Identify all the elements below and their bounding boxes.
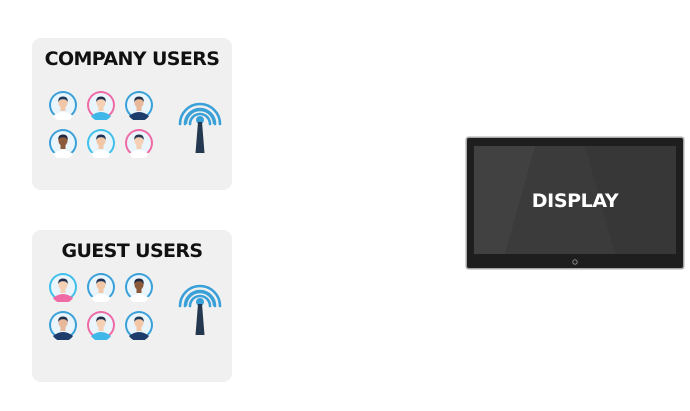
company-users-panel: COMPANY USERS — [32, 38, 232, 190]
user-avatar-icon — [124, 90, 154, 120]
user-avatar-icon — [124, 128, 154, 158]
display-screen: DISPLAY — [465, 136, 685, 270]
user-avatar-icon — [124, 272, 154, 302]
company-users-title: COMPANY USERS — [44, 48, 220, 70]
user-avatar-icon — [48, 272, 78, 302]
user-avatar-icon — [86, 128, 116, 158]
user-avatar-icon — [124, 310, 154, 340]
user-avatar-icon — [86, 310, 116, 340]
user-avatar-icon — [48, 128, 78, 158]
user-avatar-icon — [86, 272, 116, 302]
tv-display-icon — [465, 136, 685, 270]
wireless-signal-icon — [178, 98, 222, 154]
display-label: DISPLAY — [531, 190, 619, 212]
guest-users-title: GUEST USERS — [61, 240, 203, 262]
user-avatar-icon — [86, 90, 116, 120]
user-avatar-icon — [48, 310, 78, 340]
user-avatar-icon — [48, 90, 78, 120]
wireless-signal-icon — [178, 280, 222, 336]
guest-users-panel: GUEST USERS — [32, 230, 232, 382]
